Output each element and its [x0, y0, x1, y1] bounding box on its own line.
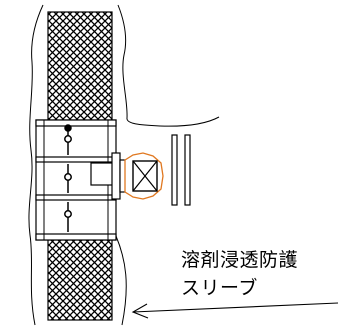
wall-outline-left — [28, 4, 44, 326]
end-flanges — [171, 134, 191, 206]
wall-outline-right-lower — [115, 235, 127, 326]
leader-arrow — [131, 302, 339, 319]
sleeve-label-line2: スリーブ — [181, 277, 258, 299]
pipe-lower — [47, 235, 113, 321]
branch-nozzle — [90, 152, 127, 200]
wall-outline-right — [117, 4, 220, 127]
valve — [124, 152, 164, 200]
sleeve-bolts — [64, 124, 72, 232]
sleeve-label-line1: 溶剤浸透防護 — [181, 249, 299, 271]
